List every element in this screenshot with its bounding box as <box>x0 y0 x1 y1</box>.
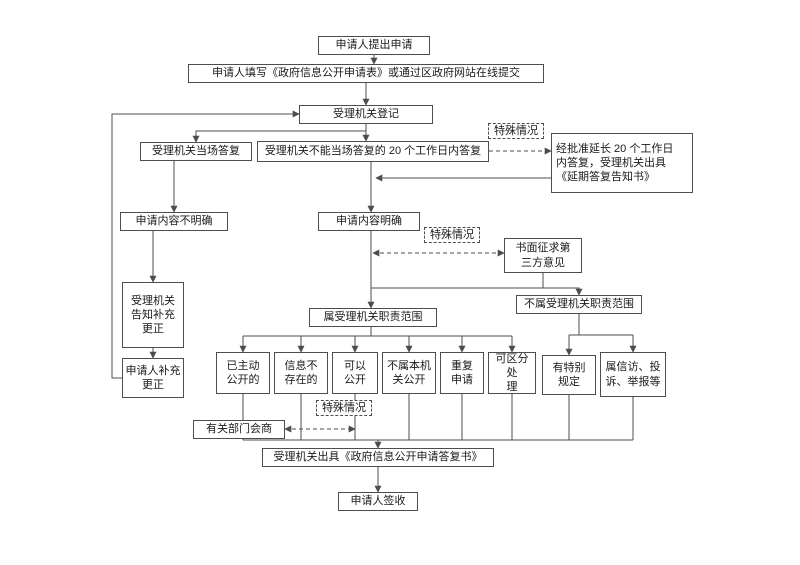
special-case-label-3: 特殊情况 <box>316 400 372 416</box>
node-fill-application-form: 申请人填写《政府信息公开申请表》或通过区政府网站在线提交 <box>188 64 544 83</box>
node-delayed-reply-20-days: 受理机关不能当场答复的 20 个工作日内答复 <box>257 141 489 162</box>
node-submit-application: 申请人提出申请 <box>318 36 430 55</box>
node-content-clear: 申请内容明确 <box>318 212 420 231</box>
node-petition-complaint: 属信访、投 诉、举报等 <box>600 352 666 397</box>
node-notify-supplement: 受理机关 告知补充 更正 <box>122 282 184 348</box>
node-extension-notice: 经批准延长 20 个工作日 内答复，受理机关出具 《延期答复告知书》 <box>551 133 693 193</box>
node-issue-reply-document: 受理机关出具《政府信息公开申请答复书》 <box>262 448 494 467</box>
node-already-published: 已主动 公开的 <box>216 352 270 394</box>
dashed-connectors <box>284 147 552 433</box>
node-info-not-exist: 信息不 存在的 <box>274 352 328 394</box>
solid-connectors <box>111 55 637 493</box>
node-special-rules: 有特别 规定 <box>542 355 596 395</box>
node-third-party-opinion: 书面征求第 三方意见 <box>504 238 582 273</box>
node-in-scope: 属受理机关职责范围 <box>309 308 437 327</box>
special-case-label-2: 特殊情况 <box>424 227 480 243</box>
node-onspot-reply: 受理机关当场答复 <box>140 142 252 161</box>
node-applicant-supplement: 申请人补充 更正 <box>122 358 184 398</box>
node-consult-departments: 有关部门会商 <box>193 420 285 439</box>
special-case-label-1: 特殊情况 <box>488 123 544 139</box>
node-out-of-scope: 不属受理机关职责范围 <box>516 295 642 314</box>
node-repeated-request: 重复 申请 <box>440 352 484 394</box>
node-can-publish: 可以 公开 <box>332 352 378 394</box>
node-applicant-sign: 申请人签收 <box>338 492 418 511</box>
node-content-unclear: 申请内容不明确 <box>120 212 228 231</box>
node-other-agency: 不属本机 关公开 <box>382 352 436 394</box>
node-register: 受理机关登记 <box>299 105 433 124</box>
node-separable-handling: 可区分处 理 <box>488 352 536 394</box>
